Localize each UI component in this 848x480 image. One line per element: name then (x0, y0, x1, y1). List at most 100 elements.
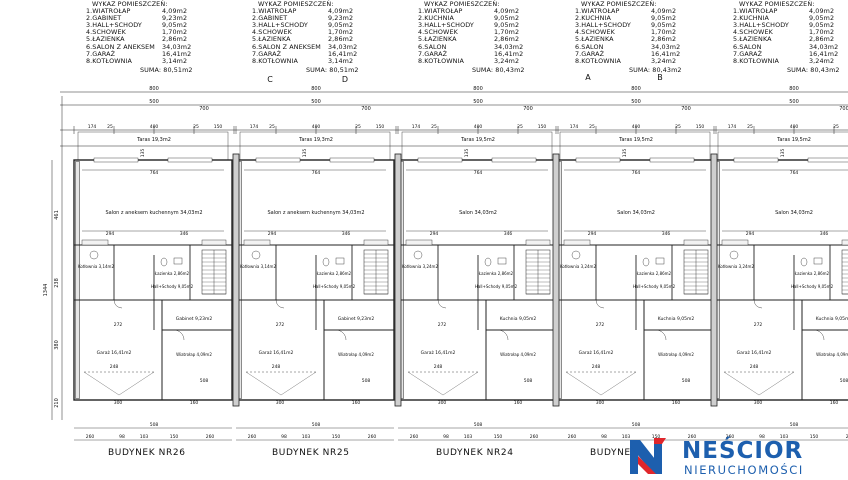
room-area: 1,70m2 (494, 28, 520, 37)
dimension-label: 294 (268, 231, 277, 237)
dimension-label: 103 (302, 434, 311, 440)
garage-door-line (442, 371, 479, 396)
room-name: 6.SALON Z ANEKSEM (252, 42, 321, 51)
room-schedule-sum: SUMA: 80,43m2 (629, 65, 682, 74)
garage-door-line (245, 371, 282, 396)
staircase (201, 249, 227, 295)
room-name: 1.WIATROŁAP (733, 7, 778, 16)
room-label-cabinet: Kuchnia 9,05m2 (816, 316, 848, 322)
dimension-label: 25 (747, 124, 753, 130)
dimension-label: 700 (361, 106, 371, 112)
room-label-garage: Garaż 16,41m2 (97, 350, 132, 356)
staircase (363, 249, 389, 295)
room-name: 5.ŁAZIENKA (86, 35, 125, 44)
dimension-label: 346 (180, 231, 189, 237)
toilet-fixture (160, 257, 168, 267)
room-name: 7.GARAŻ (252, 49, 282, 58)
unit-divider-wall (394, 153, 402, 407)
dimension-label: 500 (311, 99, 321, 105)
boiler-fixture (729, 250, 739, 260)
room-name: 2.KUCHNIA (733, 14, 769, 23)
room-name: 8.KOTŁOWNIA (575, 56, 621, 65)
room-name: 5.ŁAZIENKA (733, 35, 772, 44)
room-area: 9,05m2 (494, 14, 520, 23)
dimension-label: 150 (696, 124, 705, 130)
dimension-label: 508 (150, 422, 159, 428)
dimension-label: 764 (312, 170, 321, 176)
room-label-terrace: Taras 19,3m2 (298, 137, 333, 143)
room-label-cabinet: Kuchnia 9,05m2 (658, 316, 695, 322)
room-name: 4.SCHOWEK (252, 28, 292, 37)
room-label-vestibule: Wiatrołap 4,09m2 (338, 352, 374, 357)
kitchen-counter (721, 239, 749, 246)
room-schedule-row: 8.KOTŁOWNIA 3,24m2 (575, 56, 685, 65)
room-name: 4.SCHOWEK (86, 28, 126, 37)
dimension-label: 25 (193, 124, 199, 130)
room-label-bath: Łazienka 2,86m2 (636, 271, 672, 276)
dimension-label: 800 (311, 86, 321, 92)
dimension-label: 135 (622, 149, 628, 158)
garage-door-line (280, 371, 317, 396)
dimension-label: 160 (352, 400, 361, 406)
dimension-label: 160 (190, 400, 199, 406)
window (649, 157, 695, 163)
toilet-fixture (642, 257, 650, 267)
dimension-label: 103 (780, 434, 789, 440)
dimension-label: 1344 (43, 284, 49, 297)
garage-door-line (118, 371, 155, 396)
dimension-label: 260 (846, 434, 848, 440)
room-area: 34,03m2 (162, 42, 192, 51)
dimension-label: 98 (601, 434, 607, 440)
dimension-label: 260 (410, 434, 419, 440)
room-schedule-sum: SUMA: 80,51m2 (140, 65, 193, 74)
room-area: 16,41m2 (328, 49, 358, 58)
room-schedule-title: WYKAZ POMIESZCZEŃ: (258, 0, 334, 8)
kitchen-counter (81, 239, 109, 246)
room-area: 16,41m2 (494, 49, 524, 58)
unit-divider-wall (232, 153, 240, 407)
room-label-bath: Łazienka 2,86m2 (154, 271, 190, 276)
room-label-bath: Łazienka 2,86m2 (478, 271, 514, 276)
room-name: 8.KOTŁOWNIA (86, 56, 132, 65)
room-label-salon: Salon z aneksem kuchennym 34,03m2 (105, 210, 202, 216)
room-area: 3,24m2 (651, 56, 677, 65)
room-name: 5.ŁAZIENKA (575, 35, 614, 44)
room-label-garage: Garaż 16,41m2 (259, 350, 294, 356)
room-label-boiler: Kotłownia 3,24m2 (402, 264, 438, 269)
kitchen-counter (243, 239, 271, 246)
room-name: 4.SCHOWEK (575, 28, 615, 37)
dimension-label: 764 (790, 170, 799, 176)
dimension-label: 508 (632, 422, 641, 428)
dimension-label: 500 (789, 99, 799, 105)
dimension-label: 300 (754, 400, 763, 406)
garage-door-line (600, 371, 637, 396)
room-name: 6.SALON (418, 42, 447, 51)
dimension-label: 300 (596, 400, 605, 406)
kitchen-counter (683, 239, 709, 246)
room-name: 5.ŁAZIENKA (252, 35, 291, 44)
kitchen-counter (841, 239, 848, 246)
room-area: 9,05m2 (809, 14, 835, 23)
dimension-label: 25 (675, 124, 681, 130)
window (93, 157, 139, 163)
dimension-label: 300 (438, 400, 447, 406)
room-name: 1.WIATROŁAP (252, 7, 297, 16)
room-area: 9,05m2 (651, 21, 677, 30)
dimension-label: 25 (107, 124, 113, 130)
door-swing (595, 299, 605, 309)
dimension-label: 346 (662, 231, 671, 237)
room-area: 4,09m2 (162, 7, 188, 16)
room-name: 8.KOTŁOWNIA (733, 56, 779, 65)
dimension-label: 248 (750, 364, 759, 370)
room-label-salon: Salon z aneksem kuchennym 34,03m2 (267, 210, 364, 216)
dimension-label: 700 (839, 106, 848, 112)
room-name: 6.SALON (575, 42, 604, 51)
window (167, 157, 213, 163)
dimension-label: 98 (443, 434, 449, 440)
garage-door-line (407, 371, 444, 396)
